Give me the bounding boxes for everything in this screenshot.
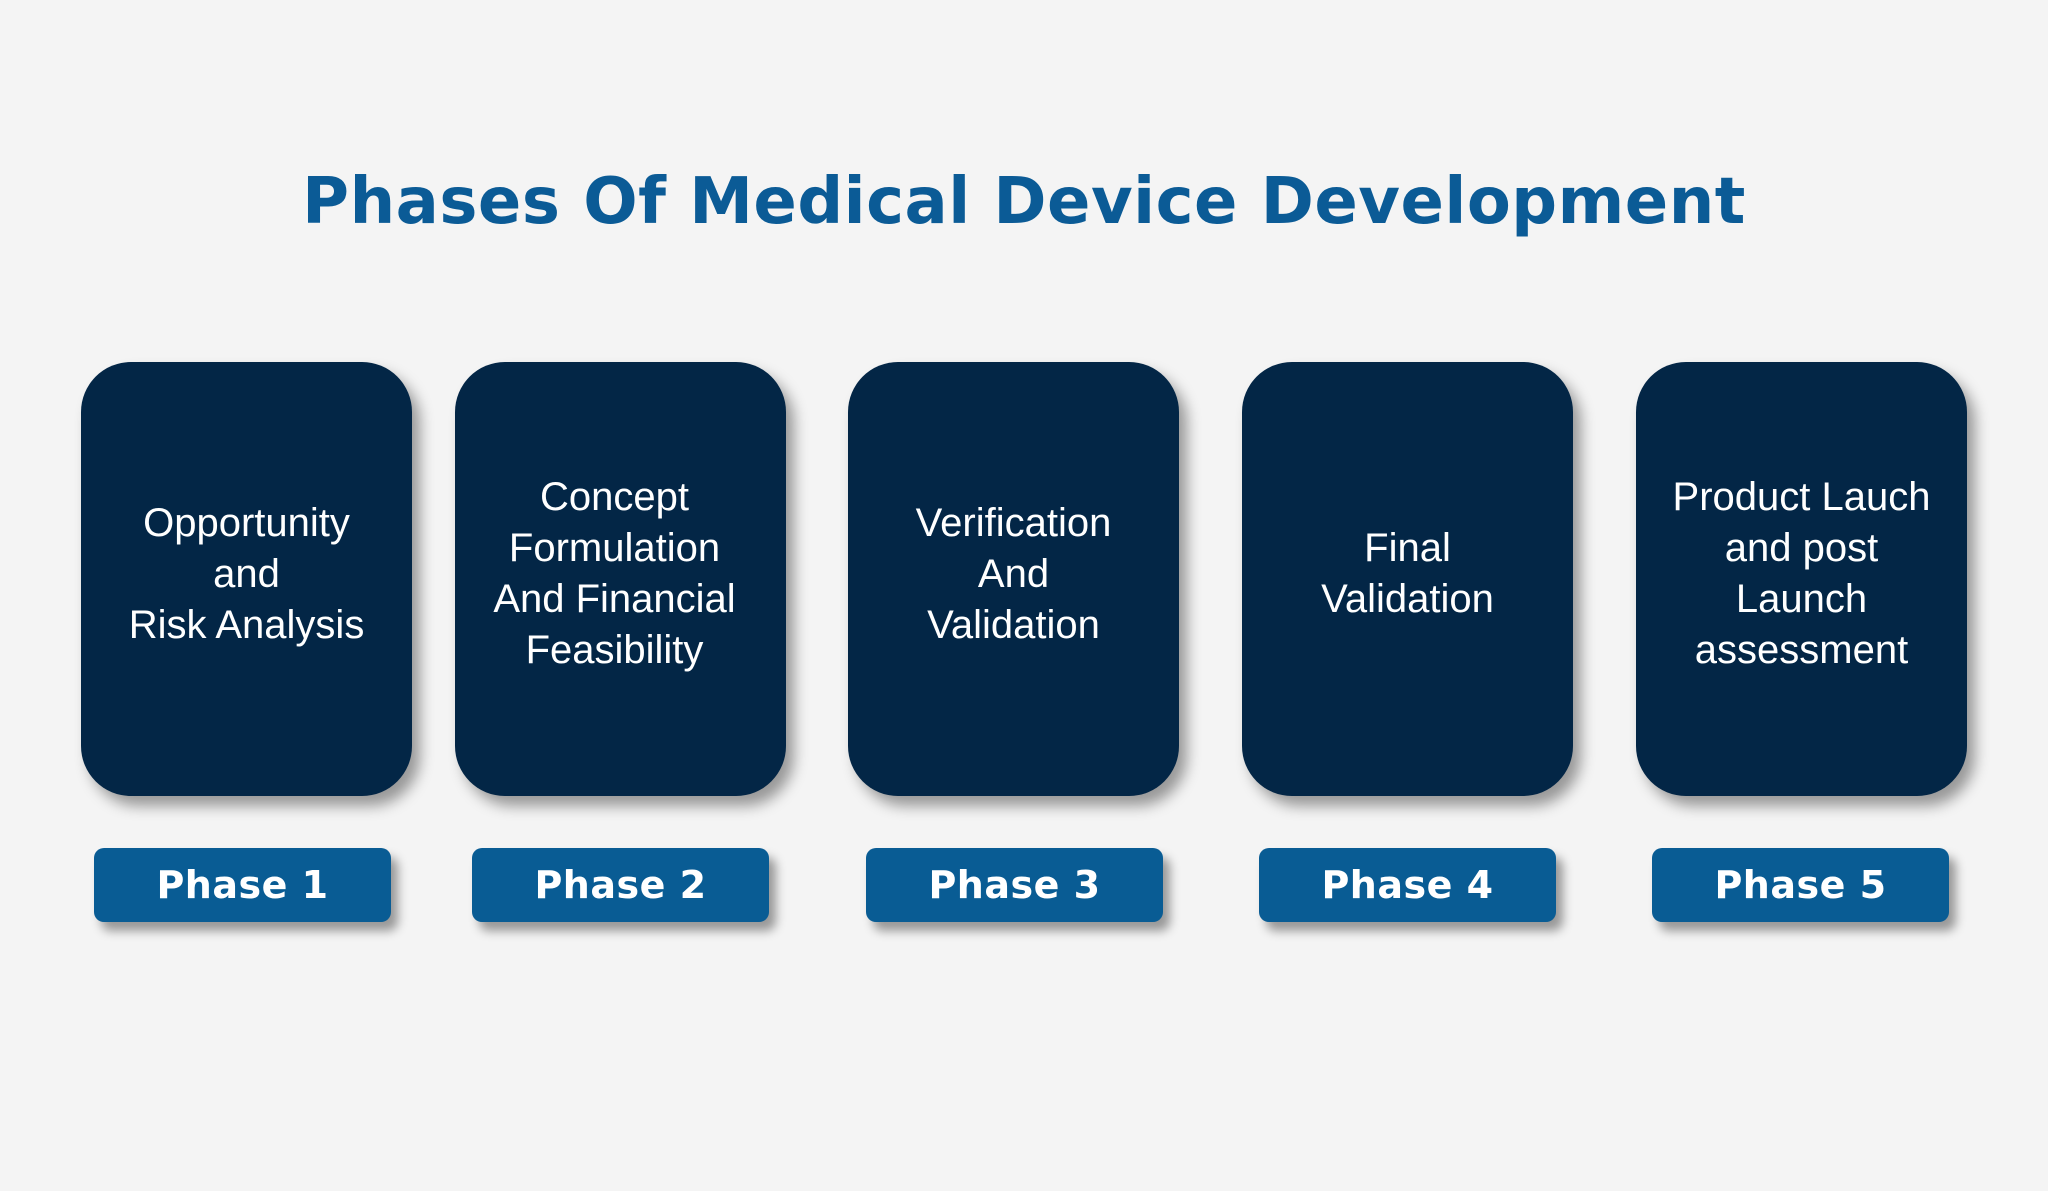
phase-badge-3: Phase 3: [866, 848, 1163, 922]
phase-card-4: Final Validation: [1242, 362, 1573, 796]
phase-badge-label: Phase 4: [1321, 863, 1494, 907]
phase-badge-4: Phase 4: [1259, 848, 1556, 922]
phase-badge-label: Phase 3: [928, 863, 1101, 907]
phase-description: Verification And Validation: [915, 500, 1112, 647]
phase-description: Concept Formulation And Financial Feasib…: [493, 475, 736, 672]
phase-badge-label: Phase 5: [1714, 863, 1887, 907]
phase-badge-5: Phase 5: [1652, 848, 1949, 922]
diagram-title: Phases Of Medical Device Development: [302, 165, 1746, 239]
phase-description: Opportunity and Risk Analysis: [128, 500, 365, 647]
phase-card-2: Concept Formulation And Financial Feasib…: [455, 362, 786, 796]
phase-badge-2: Phase 2: [472, 848, 769, 922]
phase-description: Final Validation: [1321, 526, 1494, 621]
phase-badge-1: Phase 1: [94, 848, 391, 922]
phase-card-3: Verification And Validation: [848, 362, 1179, 796]
phase-description: Product Lauch and post Launch assessment: [1672, 475, 1931, 672]
phase-badge-label: Phase 2: [534, 863, 707, 907]
phase-card-5: Product Lauch and post Launch assessment: [1636, 362, 1967, 796]
phase-card-1: Opportunity and Risk Analysis: [81, 362, 412, 796]
phase-badge-label: Phase 1: [156, 863, 329, 907]
